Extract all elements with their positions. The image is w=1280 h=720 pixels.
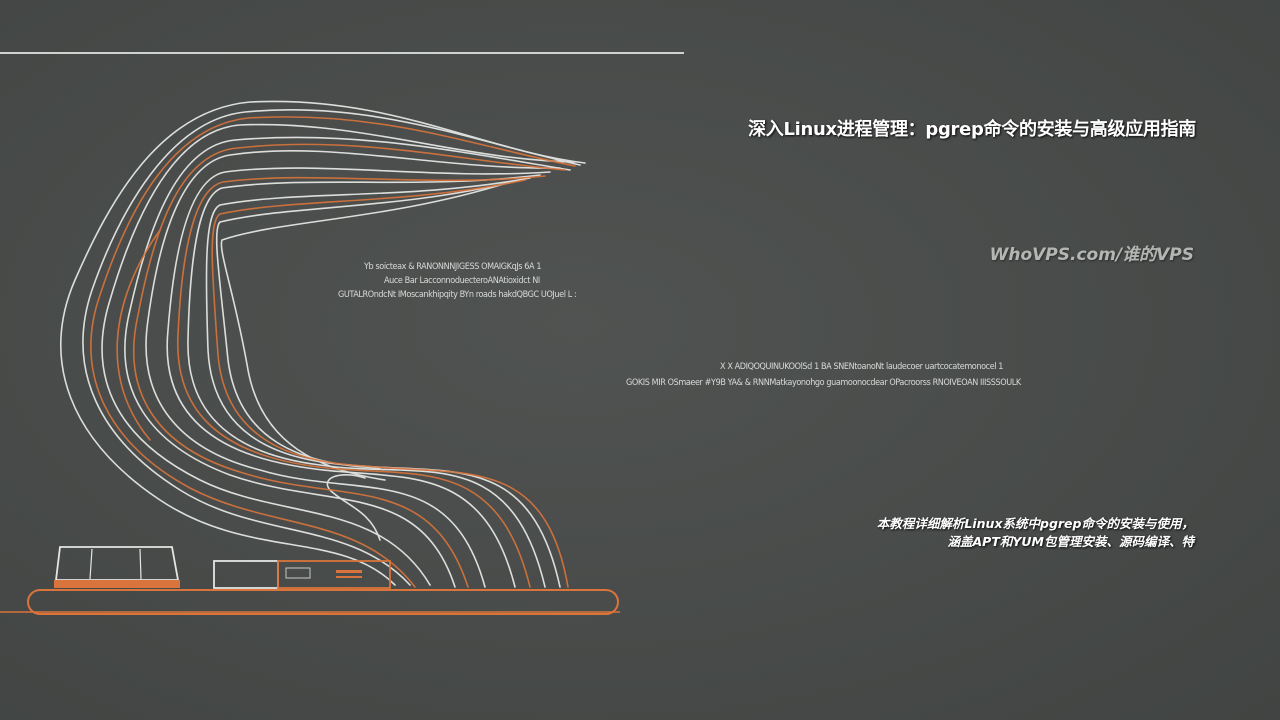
- description-line: 本教程详细解析Linux系统中pgrep命令的安装与使用，: [876, 516, 1194, 531]
- garbled-text-line: Yb soicteax & RANONNNJIGESS OMAIGKqJs 6A…: [364, 262, 542, 272]
- garbled-text-line: GOKIS MIR OSmaeer #Y9B YA& & RNNMatkayon…: [626, 378, 1021, 388]
- description-line: 涵盖APT和YUM包管理安装、源码编译、特: [947, 534, 1194, 549]
- server-box-left: [54, 546, 180, 588]
- base-platform: [0, 589, 620, 615]
- site-watermark: WhoVPS.com/谁的VPS: [989, 245, 1194, 265]
- garbled-text-line: GUTALROndcNt IMoscankhipqity BYn roads h…: [338, 290, 577, 300]
- garbled-text-line: X X ADIQOQUINUKOOlSd 1 BA SNENtoanoNt la…: [720, 362, 1004, 372]
- article-title: 深入Linux进程管理：pgrep命令的安装与高级应用指南: [748, 119, 1196, 140]
- server-box-right: [277, 560, 391, 589]
- garbled-text-line: Auce Bar LacconnoduecteroANAtioxidct NI: [384, 276, 540, 286]
- server-box-middle: [213, 560, 279, 589]
- article-description: 本教程详细解析Linux系统中pgrep命令的安装与使用， 涵盖APT和YUM包…: [877, 515, 1194, 551]
